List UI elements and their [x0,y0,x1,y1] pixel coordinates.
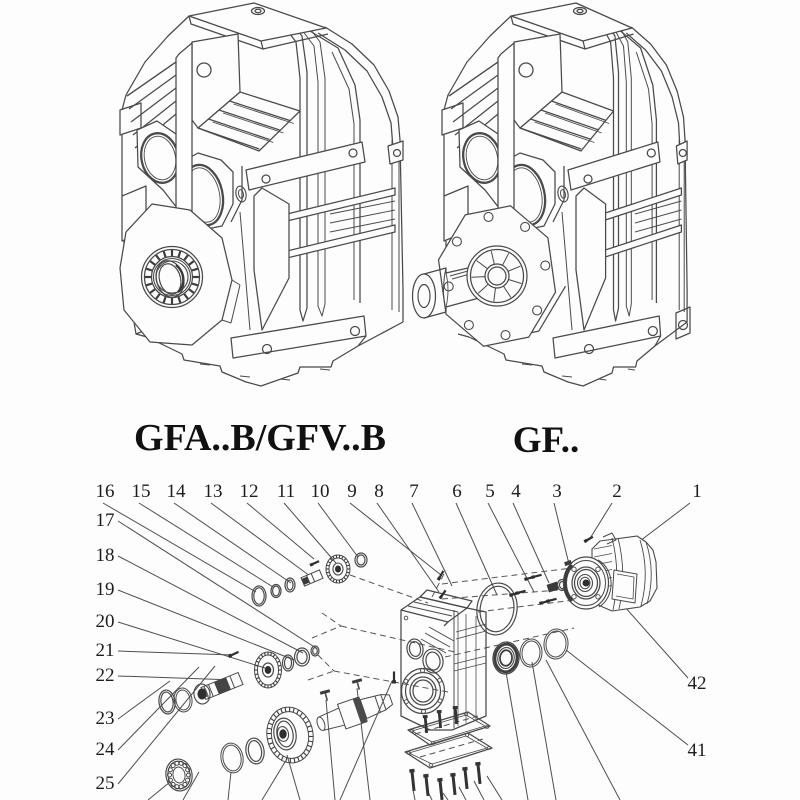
svg-text:10: 10 [311,481,330,502]
svg-text:5: 5 [485,481,495,502]
svg-text:11: 11 [277,481,295,502]
svg-text:19: 19 [96,579,115,600]
svg-text:GFA..B/GFV..B: GFA..B/GFV..B [134,417,386,459]
svg-text:23: 23 [96,708,115,729]
svg-text:1: 1 [692,481,702,502]
svg-text:3: 3 [552,481,562,502]
svg-text:16: 16 [96,481,115,502]
svg-text:15: 15 [132,481,151,502]
svg-text:4: 4 [511,481,521,502]
svg-text:21: 21 [96,640,115,661]
svg-text:9: 9 [347,481,357,502]
svg-text:7: 7 [409,481,419,502]
svg-text:14: 14 [167,481,187,502]
svg-text:20: 20 [96,611,115,632]
svg-text:25: 25 [96,773,115,794]
svg-text:GF..: GF.. [513,420,579,461]
svg-text:12: 12 [240,481,259,502]
svg-text:41: 41 [688,740,707,761]
svg-text:13: 13 [204,481,223,502]
svg-text:2: 2 [612,481,622,502]
svg-text:17: 17 [96,510,115,531]
svg-text:8: 8 [374,481,384,502]
svg-text:6: 6 [452,481,462,502]
svg-text:22: 22 [96,665,115,686]
svg-text:42: 42 [688,673,707,694]
svg-text:24: 24 [96,739,116,760]
svg-text:18: 18 [96,545,115,566]
